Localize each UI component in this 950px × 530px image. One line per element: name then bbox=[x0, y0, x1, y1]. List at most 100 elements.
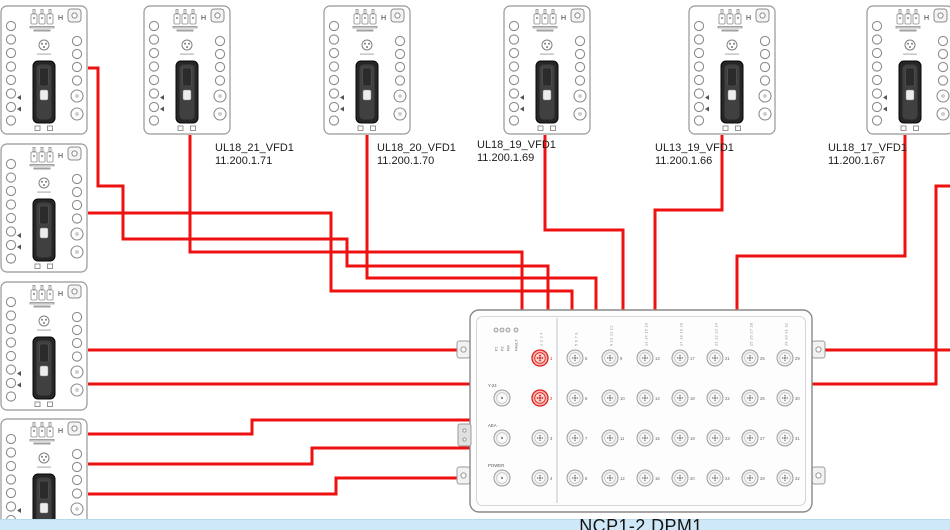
led-label: FM bbox=[507, 346, 511, 351]
port-5: 5 bbox=[566, 349, 588, 367]
distro-body[interactable] bbox=[469, 309, 813, 513]
module-left-ports bbox=[5, 296, 17, 402]
port-26: 26 bbox=[741, 389, 765, 407]
device-module[interactable]: H bbox=[0, 5, 88, 135]
module-h-label: H bbox=[381, 15, 386, 22]
module-bottom-ticks bbox=[900, 125, 919, 131]
port-3: 3 bbox=[531, 429, 553, 447]
module-top-connectors bbox=[29, 9, 55, 32]
device-name: UL18_21_VFD1 bbox=[215, 142, 294, 154]
status-leds: P1 P2 FM FAULT bbox=[493, 327, 519, 351]
device-module[interactable]: H bbox=[503, 5, 591, 135]
module-arrow-icons bbox=[705, 95, 709, 112]
wire bbox=[735, 135, 907, 311]
port-28: 28 bbox=[741, 469, 765, 487]
module-handle bbox=[898, 60, 922, 124]
module-handle bbox=[355, 60, 379, 124]
device-module[interactable]: H bbox=[143, 5, 231, 135]
module-right-ports bbox=[213, 35, 227, 121]
module-status-icon bbox=[725, 39, 739, 55]
port-23: 23 bbox=[706, 429, 730, 447]
svg-text:14: 14 bbox=[655, 396, 660, 401]
module-right-ports bbox=[758, 35, 772, 121]
left-panel-ports: Y-24 AEA POWER bbox=[488, 383, 511, 487]
module-handle bbox=[535, 60, 559, 124]
module-status-icon bbox=[360, 39, 374, 55]
module-status-icon bbox=[37, 452, 51, 468]
device-module[interactable]: H bbox=[0, 281, 88, 411]
svg-text:6: 6 bbox=[585, 396, 588, 401]
module-mount-hole bbox=[71, 150, 78, 157]
svg-text:8: 8 bbox=[585, 476, 588, 481]
module-h-label: H bbox=[58, 15, 63, 22]
module-top-connectors bbox=[29, 285, 55, 308]
port-2: 2 bbox=[531, 389, 553, 407]
module-bottom-ticks bbox=[34, 401, 53, 407]
port-31: 31 bbox=[776, 429, 800, 447]
port-14: 14 bbox=[636, 389, 660, 407]
port-8: 8 bbox=[566, 469, 588, 487]
device-module[interactable]: H bbox=[688, 5, 776, 135]
module-mount-hole bbox=[214, 12, 221, 19]
wire bbox=[88, 66, 550, 311]
device-label: UL18_21_VFD1 11.200.1.71 bbox=[215, 142, 294, 168]
port-22: 22 bbox=[706, 389, 730, 407]
module-handle bbox=[32, 473, 56, 530]
svg-text:4: 4 bbox=[550, 476, 553, 481]
device-module[interactable]: H bbox=[323, 5, 411, 135]
device-name: UL18_17_VFD1 bbox=[828, 142, 907, 154]
port-1: 1 bbox=[531, 349, 553, 367]
module-h-label: H bbox=[201, 15, 206, 22]
module-bottom-ticks bbox=[34, 263, 53, 269]
module-arrow-icons bbox=[340, 95, 344, 112]
svg-text:25: 25 bbox=[760, 356, 765, 361]
svg-text:11: 11 bbox=[620, 436, 625, 441]
svg-text:26: 26 bbox=[760, 396, 765, 401]
port-10: 10 bbox=[601, 389, 625, 407]
port-25: 25 bbox=[741, 349, 765, 367]
device-module[interactable]: H bbox=[0, 418, 88, 530]
port-32: 32 bbox=[776, 469, 800, 487]
wire bbox=[365, 135, 598, 311]
port-12: 12 bbox=[601, 469, 625, 487]
module-mount-hole bbox=[759, 12, 766, 19]
svg-text:29: 29 bbox=[795, 356, 800, 361]
din-clip bbox=[457, 423, 472, 447]
port-13: 13 bbox=[636, 349, 660, 367]
module-left-ports bbox=[871, 20, 883, 126]
device-label: UL18_17_VFD1 11.200.1.67 bbox=[828, 142, 907, 168]
port-9: 9 bbox=[601, 349, 623, 367]
led-label: FAULT bbox=[515, 339, 519, 351]
module-bottom-ticks bbox=[357, 125, 376, 131]
wire bbox=[88, 446, 470, 466]
horizontal-scrollbar[interactable] bbox=[0, 519, 950, 530]
port-column-numbers: 5 6 7 8 bbox=[575, 332, 579, 346]
wire bbox=[88, 211, 574, 311]
port-21: 21 bbox=[706, 349, 730, 367]
module-arrow-icons bbox=[17, 95, 21, 112]
svg-text:2: 2 bbox=[550, 396, 553, 401]
module-mount-hole bbox=[71, 288, 78, 295]
module-left-ports bbox=[5, 158, 17, 264]
module-mount-hole bbox=[574, 12, 581, 19]
svg-text:15: 15 bbox=[655, 436, 660, 441]
module-mount-hole bbox=[937, 12, 944, 19]
port-11: 11 bbox=[601, 429, 625, 447]
panel-port-label: Y-24 bbox=[488, 383, 497, 388]
port-30: 30 bbox=[776, 389, 800, 407]
port-7: 7 bbox=[566, 429, 588, 447]
device-label: UL13_19_VFD1 11.200.1.66 bbox=[655, 142, 734, 168]
svg-text:24: 24 bbox=[725, 476, 730, 481]
device-module[interactable]: H bbox=[866, 5, 950, 135]
port-grid: 1234567891011121314151617181920212223242… bbox=[531, 349, 800, 487]
svg-text:9: 9 bbox=[620, 356, 623, 361]
module-left-ports bbox=[5, 20, 17, 126]
module-arrow-icons bbox=[17, 233, 21, 250]
device-label: UL18_19_VFD1 11.200.1.69 bbox=[477, 139, 556, 165]
module-right-ports bbox=[70, 173, 84, 259]
port-19: 19 bbox=[671, 429, 695, 447]
device-module[interactable]: H bbox=[0, 143, 88, 273]
port-column-numbers: 21 22 23 24 bbox=[715, 323, 719, 346]
